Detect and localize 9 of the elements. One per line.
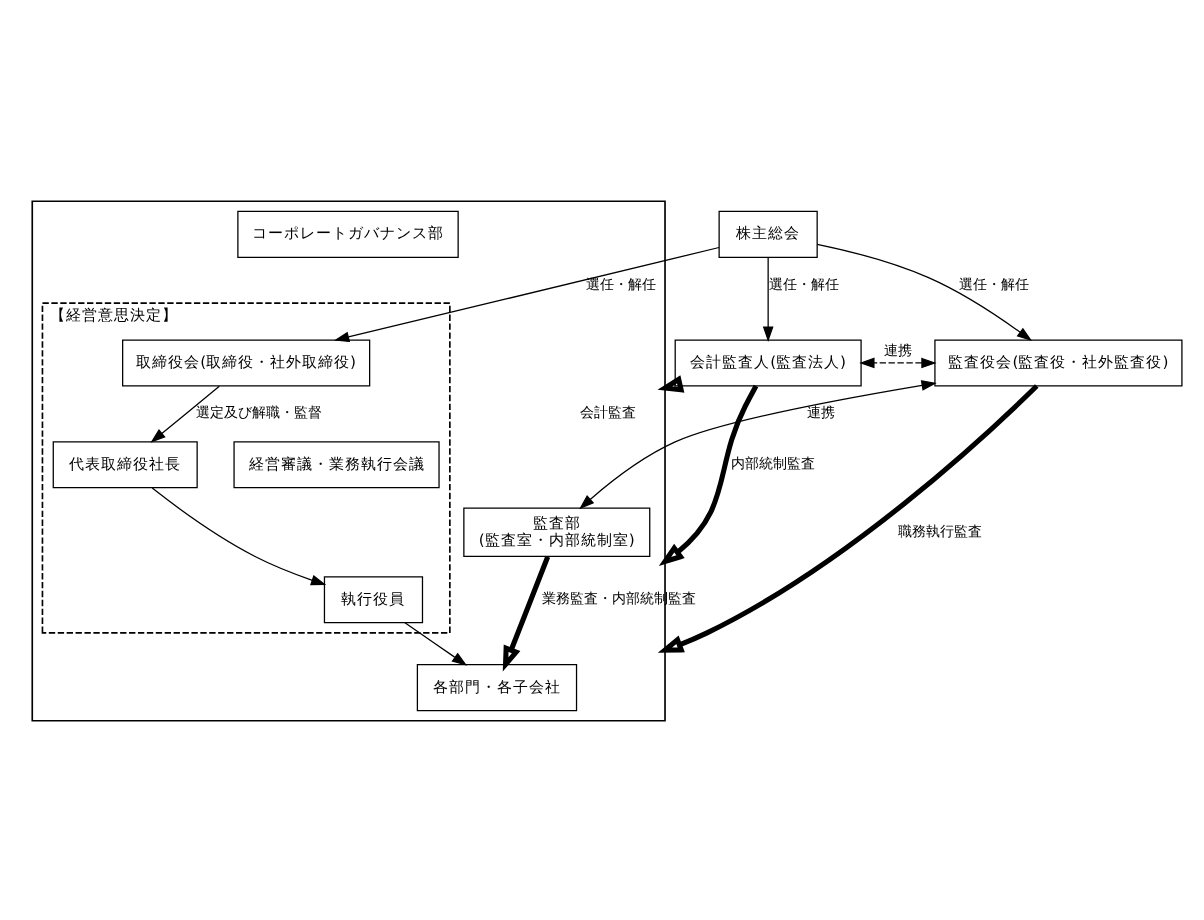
arrow bbox=[859, 356, 937, 368]
arrow bbox=[762, 255, 774, 341]
cluster bbox=[31, 199, 666, 721]
arrow bbox=[404, 621, 468, 665]
arrow bbox=[151, 486, 327, 585]
arrow bbox=[502, 554, 551, 671]
arrow bbox=[150, 384, 220, 442]
arrow bbox=[816, 242, 1033, 341]
arrow bbox=[333, 245, 720, 342]
